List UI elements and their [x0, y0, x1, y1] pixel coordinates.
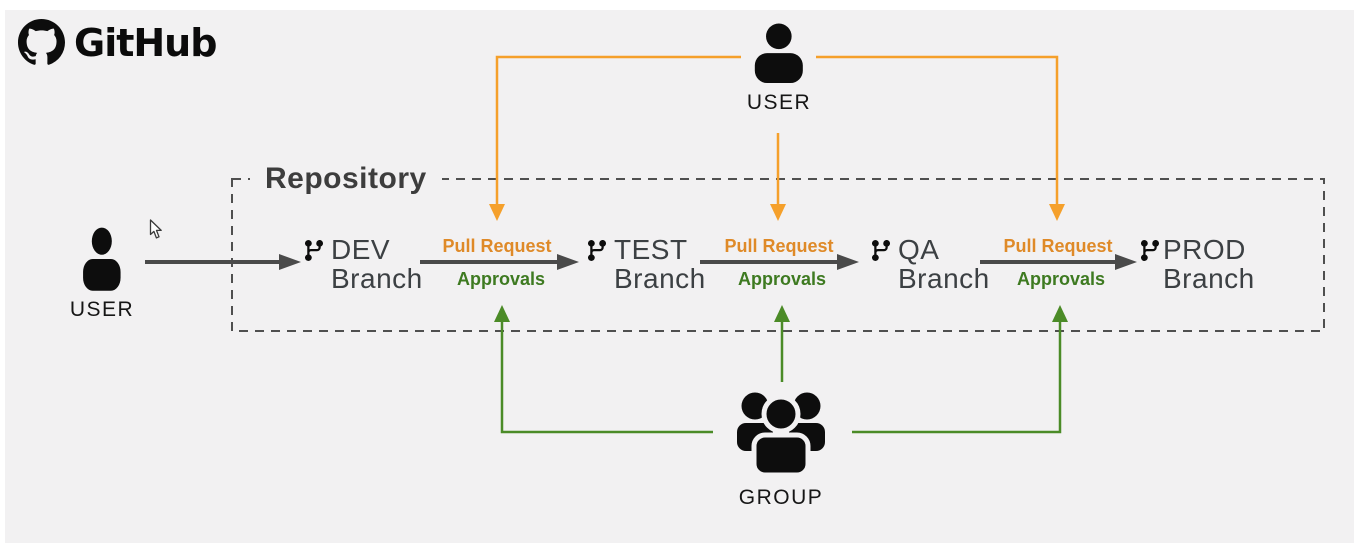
repository-label: Repository: [250, 162, 442, 196]
github-logo: GitHub: [18, 19, 217, 66]
branch-type-label: Branch: [1163, 263, 1255, 294]
branch-test: TEST Branch: [585, 235, 706, 293]
approvals-label-3: Approvals: [1016, 269, 1106, 289]
branch-type-label: Branch: [331, 263, 423, 294]
actor-label: USER: [746, 91, 812, 114]
actor-left-user: USER: [70, 227, 134, 322]
github-octocat-icon: [18, 19, 65, 65]
branch-name: TEST: [614, 234, 688, 265]
branch-type-label: Branch: [614, 263, 706, 294]
actor-top-user: USER: [747, 22, 811, 115]
branch-name: PROD: [1163, 234, 1246, 265]
actor-label: USER: [69, 298, 135, 321]
git-branch-icon: [871, 240, 890, 262]
git-branch-icon: [304, 240, 323, 262]
branch-name: DEV: [331, 234, 391, 265]
github-wordmark: GitHub: [74, 20, 217, 65]
git-branch-icon: [587, 240, 606, 262]
pull-request-label-2: Pull Request: [724, 236, 834, 256]
pull-request-label-3: Pull Request: [1003, 236, 1113, 256]
approvals-label-1: Approvals: [456, 269, 546, 289]
branch-prod: PROD Branch: [1138, 235, 1255, 293]
branch-name: QA: [898, 234, 940, 265]
branch-dev: DEV Branch: [302, 235, 423, 293]
people-group-icon: [737, 392, 825, 478]
approvals-label-2: Approvals: [737, 269, 827, 289]
git-branch-icon: [1140, 240, 1159, 262]
pull-request-label-1: Pull Request: [442, 236, 552, 256]
mouse-pointer-icon: [149, 219, 162, 239]
branch-qa: QA Branch: [869, 235, 990, 293]
actor-label: GROUP: [738, 486, 824, 509]
person-icon: [83, 227, 121, 291]
actor-group: GROUP: [729, 383, 833, 510]
branch-type-label: Branch: [898, 263, 990, 294]
person-icon: [754, 23, 803, 83]
